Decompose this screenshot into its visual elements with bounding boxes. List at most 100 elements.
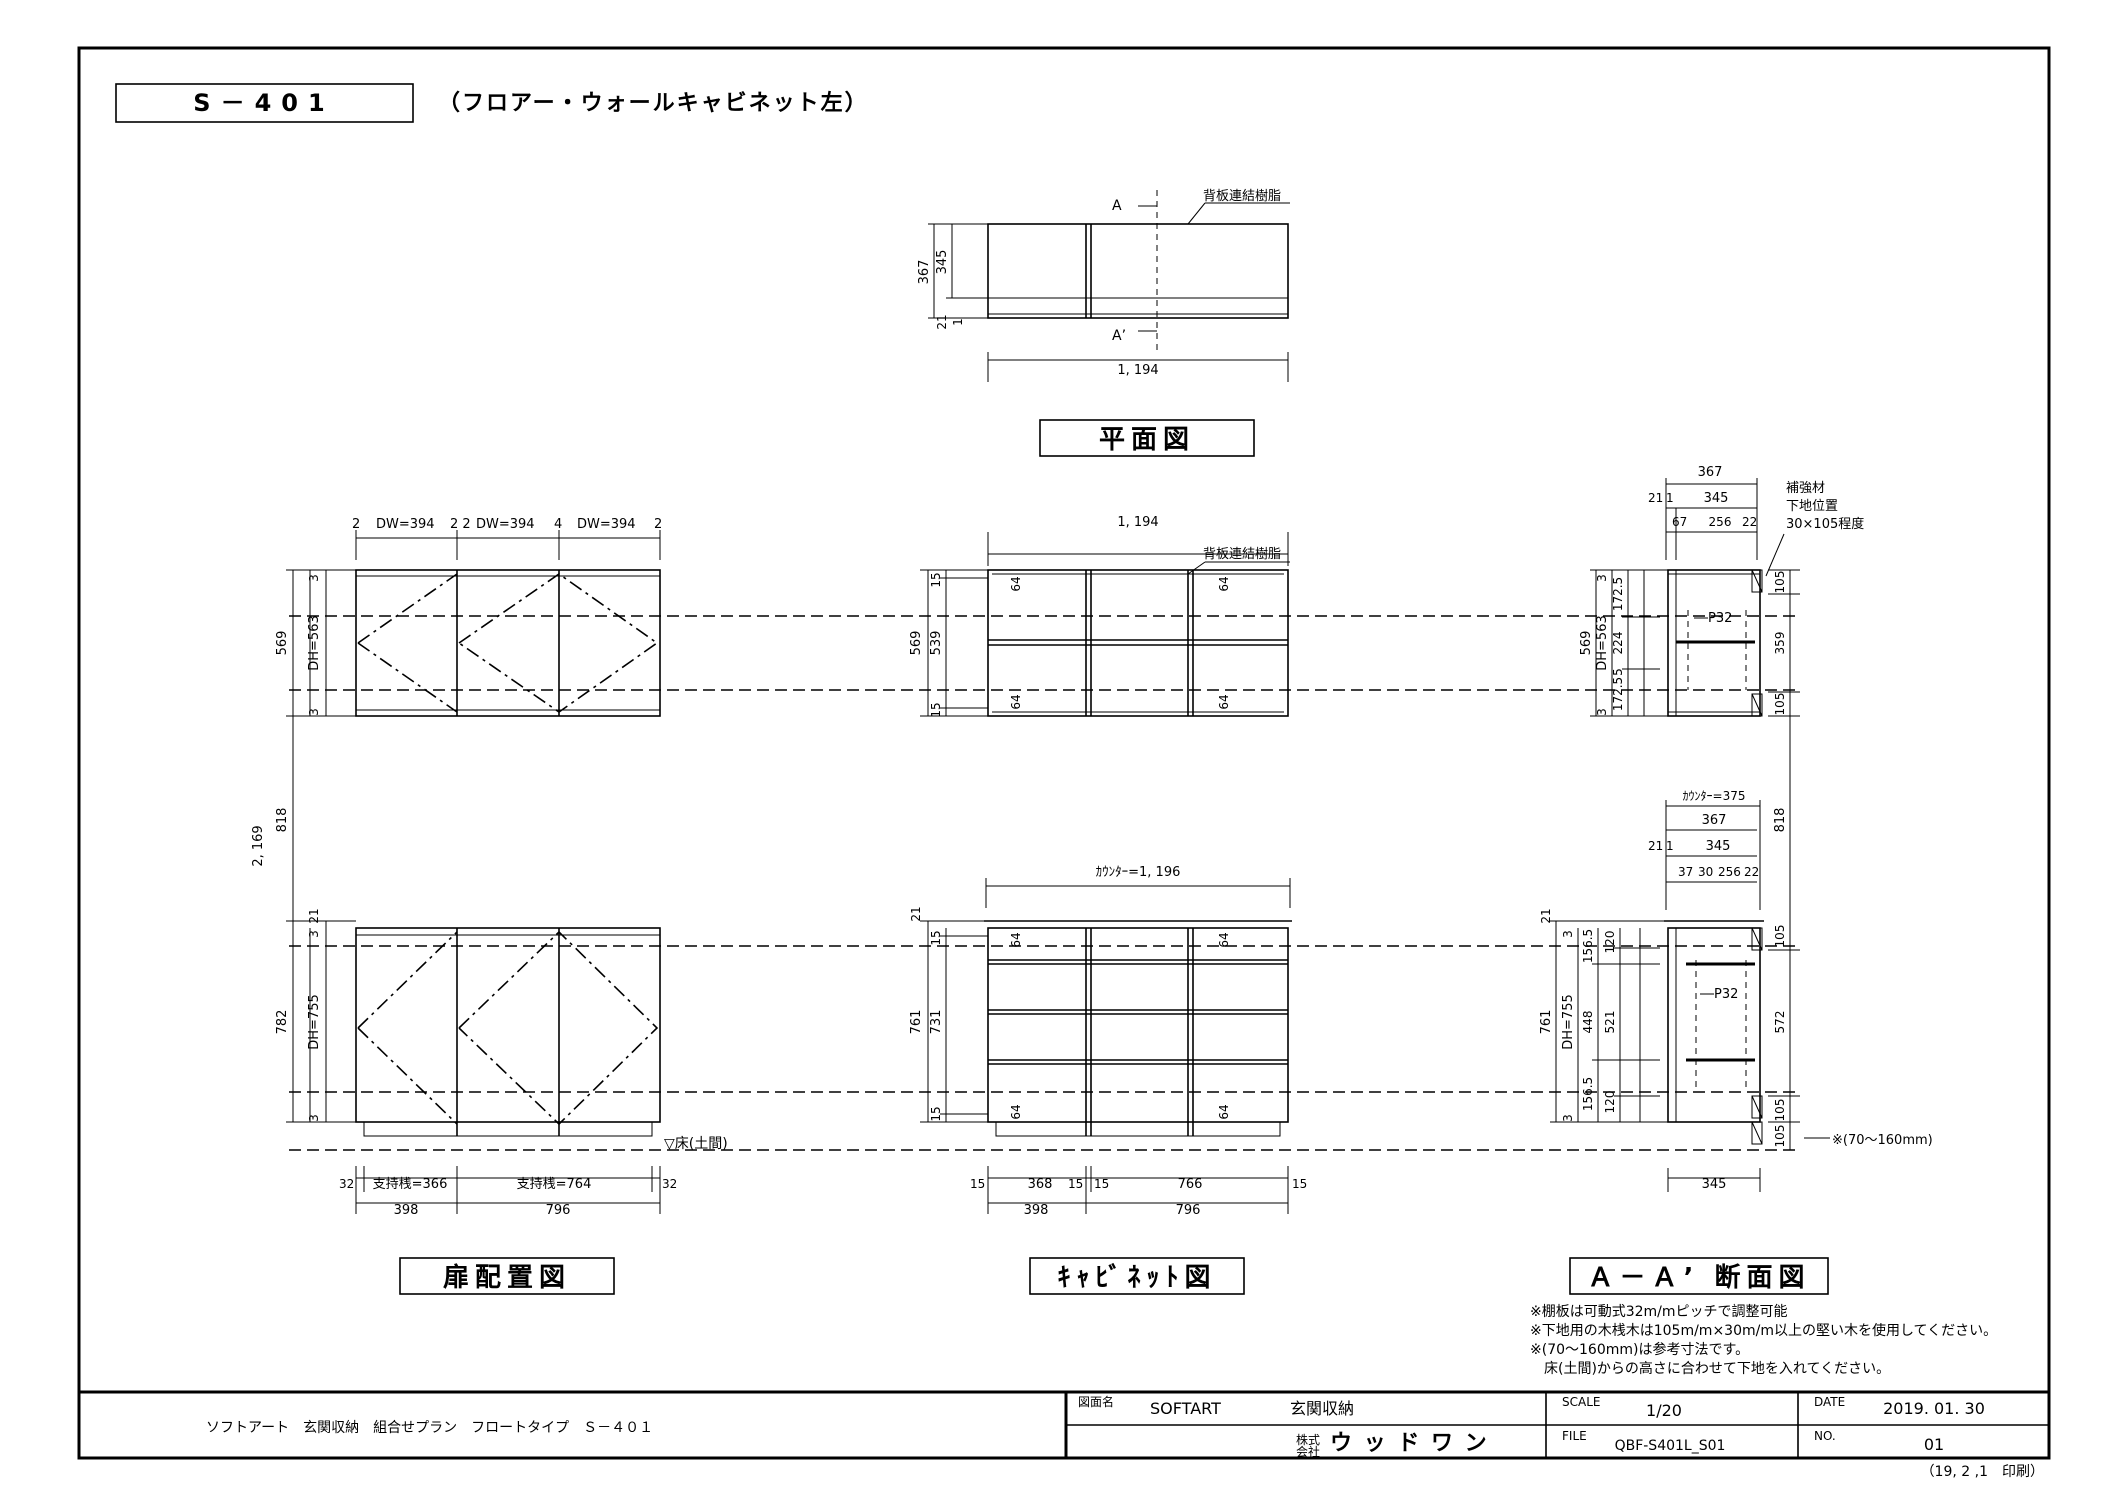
title-date: 2019. 01. 30 bbox=[1883, 1399, 1985, 1418]
cabinet-base-15a: 15 bbox=[970, 1177, 985, 1191]
sec-top-22: 22 bbox=[1742, 515, 1757, 529]
door-lower-total: 782 bbox=[275, 1010, 290, 1035]
sec-gap-818: 818 bbox=[1773, 808, 1788, 833]
cabinet-base-766: 766 bbox=[1178, 1177, 1203, 1192]
sheet-border bbox=[77, 46, 2051, 1460]
door-base-1: 398 bbox=[394, 1203, 419, 1218]
sec-top-367: 367 bbox=[1698, 465, 1723, 480]
company-label-2: 会社 bbox=[1296, 1444, 1320, 1459]
sec-m-21: 21 bbox=[1648, 839, 1663, 853]
sec-top-21: 21 bbox=[1648, 491, 1663, 505]
cabinet-l-64d: 64 bbox=[1217, 1104, 1231, 1119]
model-code: S－401 bbox=[193, 89, 334, 117]
sec-r-359: 359 bbox=[1773, 632, 1787, 655]
title-no-label: NO. bbox=[1814, 1429, 1836, 1443]
cabinet-counter: ｶｳﾝﾀｰ=1, 196 bbox=[1096, 865, 1181, 880]
sec-reinforce-3: 30×105程度 bbox=[1786, 516, 1864, 532]
door-dim-4: 4 bbox=[554, 517, 562, 532]
plan-label-a: A bbox=[1112, 198, 1122, 214]
door-dim-22: 2 2 bbox=[450, 517, 471, 532]
door-dim-3b: 3 bbox=[307, 708, 321, 716]
sec-l-dh: DH=755 bbox=[1561, 994, 1576, 1050]
section-view-title: Ａ－Ａ’ 断面図 bbox=[1588, 1262, 1811, 1293]
sec-l-120a: 120 bbox=[1603, 931, 1617, 954]
title-drawing-name-1: SOFTART bbox=[1150, 1399, 1221, 1418]
title-date-label: DATE bbox=[1814, 1395, 1845, 1409]
cabinet-upper-inner: 539 bbox=[929, 631, 944, 656]
door-upper-total: 569 bbox=[275, 631, 290, 656]
cabinet-lower-total: 761 bbox=[909, 1010, 924, 1035]
cabinet-dim-21: 21 bbox=[909, 906, 923, 921]
sec-u-224: 224 bbox=[1611, 632, 1625, 655]
door-support-1: 支持桟=366 bbox=[373, 1177, 448, 1192]
plan-dim-width: 1, 194 bbox=[1117, 363, 1158, 378]
door-dim-3d: 3 bbox=[307, 1114, 321, 1122]
title-file-label: FILE bbox=[1562, 1429, 1587, 1443]
sec-u-1725b: 172.5 bbox=[1611, 677, 1625, 711]
door-floor-label: ▽床(土間) bbox=[664, 1136, 728, 1152]
title-drawing-name-2: 玄関収納 bbox=[1290, 1399, 1354, 1418]
cabinet-view-title-box bbox=[1029, 1257, 1245, 1295]
door-gap: 818 bbox=[275, 808, 290, 833]
door-base-2: 796 bbox=[546, 1203, 571, 1218]
cabinet-u-64b: 64 bbox=[1217, 576, 1231, 591]
cabinet-base-368: 368 bbox=[1028, 1177, 1053, 1192]
sec-top-67: 67 bbox=[1672, 515, 1687, 529]
door-view: 2 DW=394 2 2 DW=394 4 DW=394 2 ▽床(土間) bbox=[251, 517, 1800, 1218]
door-dim-2b: 2 bbox=[654, 517, 662, 532]
cabinet-base-796: 796 bbox=[1176, 1203, 1201, 1218]
sec-l-761: 761 bbox=[1539, 1010, 1554, 1035]
sec-top-1: 1 bbox=[1666, 491, 1674, 505]
door-dim-dw2: DW=394 bbox=[476, 517, 535, 532]
plan-view-title: 平面図 bbox=[1099, 425, 1195, 455]
cabinet-view-title: ｷｬﾋﾞﾈｯﾄ図 bbox=[1057, 1262, 1216, 1293]
sec-m-1: 1 bbox=[1666, 839, 1674, 853]
note-4: 床(土間)からの高さに合わせて下地を入れてください。 bbox=[1530, 1360, 1890, 1377]
cabinet-l-64a: 64 bbox=[1009, 932, 1023, 947]
sec-l-21: 21 bbox=[1539, 908, 1553, 923]
section-view: 367 21 1 345 67 256 22 補強材 下地位置 30×105程度… bbox=[1539, 465, 1933, 1192]
door-overall-height: 2, 169 bbox=[251, 825, 266, 866]
door-view-title-box bbox=[399, 1257, 615, 1295]
sec-range: ※(70～160mm) bbox=[1832, 1133, 1933, 1148]
sec-m-22: 22 bbox=[1744, 865, 1759, 879]
sec-m-345: 345 bbox=[1706, 839, 1731, 854]
sec-r-105b: 105 bbox=[1773, 693, 1787, 716]
door-dim-32a: 32 bbox=[339, 1177, 354, 1191]
plan-dim-back1: 21 bbox=[935, 314, 949, 329]
door-dim-32b: 32 bbox=[662, 1177, 677, 1191]
sec-u-dh: DH=563 bbox=[1595, 615, 1610, 671]
cabinet-view: 1, 194 背板連結樹脂 64 64 64 64 569 539 15 15 … bbox=[909, 515, 1307, 1218]
sec-bottom-345: 345 bbox=[1702, 1177, 1727, 1192]
door-support-2: 支持桟=764 bbox=[517, 1177, 592, 1192]
sec-top-256: 256 bbox=[1709, 515, 1732, 529]
sec-l-3a: 3 bbox=[1561, 930, 1575, 938]
cabinet-l-64c: 64 bbox=[1009, 1104, 1023, 1119]
door-dim-2a: 2 bbox=[352, 517, 360, 532]
note-3: ※(70～160mm)は参考寸法です。 bbox=[1530, 1341, 1749, 1358]
sec-m-256: 256 bbox=[1718, 865, 1741, 879]
door-dim-dw3: DW=394 bbox=[577, 517, 636, 532]
section-view-title-box bbox=[1569, 1257, 1829, 1295]
sec-u-1725a: 172.5 bbox=[1611, 577, 1625, 611]
title-description: ソフトアート 玄関収納 組合せプラン フロートタイプ Ｓ－４０１ bbox=[206, 1419, 653, 1436]
sec-l-3b: 3 bbox=[1561, 1114, 1575, 1122]
model-code-box bbox=[115, 83, 414, 123]
note-2: ※下地用の木桟木は105m/m×30m/m以上の堅い木を使用してください。 bbox=[1530, 1322, 1997, 1339]
door-lower-dh: DH=755 bbox=[307, 994, 322, 1050]
sec-u-5: 5 bbox=[1611, 668, 1625, 676]
door-dim-3c: 3 bbox=[307, 930, 321, 938]
sec-l-1565a: 156.5 bbox=[1581, 929, 1595, 963]
cabinet-base-15c: 15 bbox=[1094, 1177, 1109, 1191]
sec-counter: ｶｳﾝﾀｰ=375 bbox=[1683, 789, 1746, 803]
sec-l-572: 572 bbox=[1773, 1011, 1787, 1034]
door-upper-dh: DH=563 bbox=[307, 615, 322, 671]
sec-u-3a: 3 bbox=[1595, 574, 1609, 582]
sec-u-3b: 3 bbox=[1595, 708, 1609, 716]
sec-m-37: 37 bbox=[1678, 865, 1693, 879]
print-date: （19, 2 ,1 印刷） bbox=[1921, 1464, 2044, 1480]
door-dim-dw1: DW=394 bbox=[376, 517, 435, 532]
sec-l-1565b: 156.5 bbox=[1581, 1077, 1595, 1111]
sec-m-30: 30 bbox=[1698, 865, 1713, 879]
cabinet-back-panel-note: 背板連結樹脂 bbox=[1203, 547, 1281, 562]
